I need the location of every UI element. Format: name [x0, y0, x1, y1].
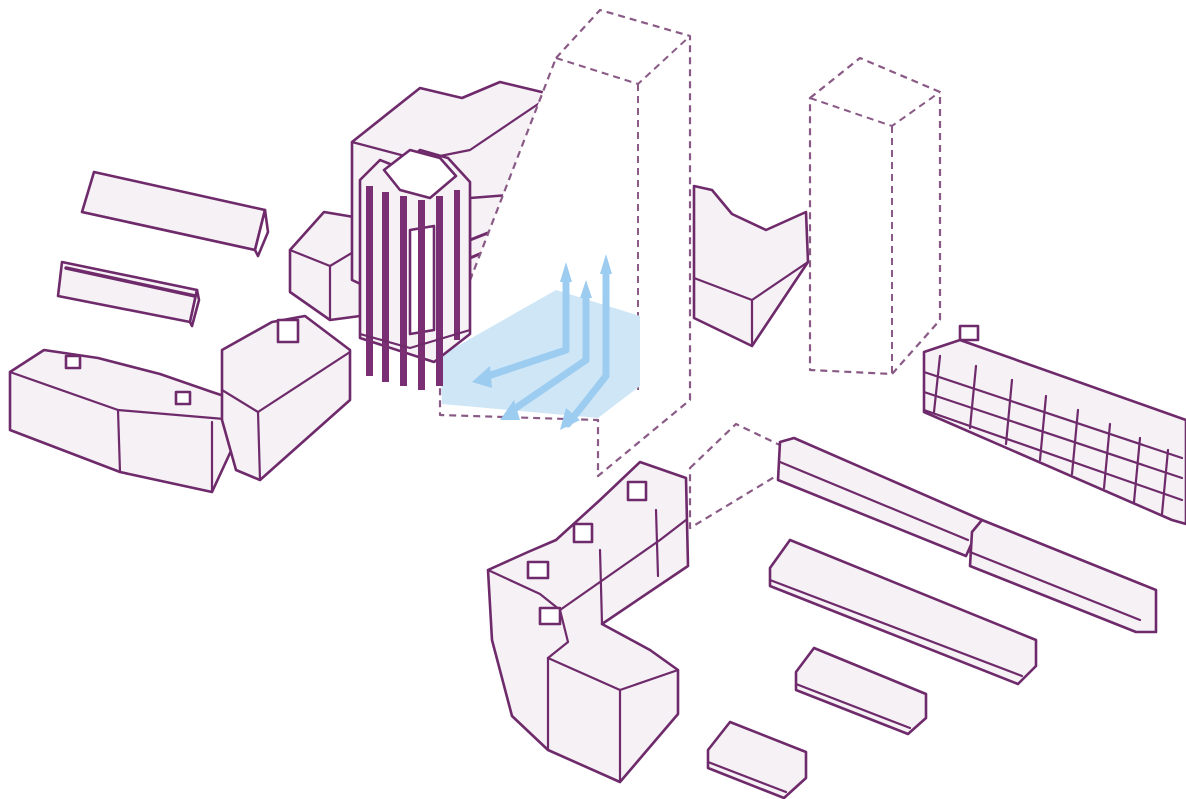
building-center-right-block [694, 186, 808, 346]
building-right-striped [924, 326, 1186, 524]
rooftop-unit [574, 524, 592, 542]
rooftop-unit [176, 392, 190, 404]
rooftop-unit [278, 320, 298, 342]
building-lower-right-bar-4 [796, 648, 926, 734]
building-left-bar-top [82, 172, 268, 256]
building-lower-right-bar-5 [708, 722, 806, 798]
building-left-curved-block [10, 350, 236, 492]
building-left-bar-bottom [58, 262, 199, 326]
proposed-tower-right [810, 58, 940, 374]
building-lower-right-bar-2 [970, 520, 1156, 632]
rooftop-unit [960, 326, 978, 340]
building-lower-center-l-block [488, 462, 688, 782]
building-lower-right-bar-1 [778, 438, 982, 556]
building-left-l-block [222, 316, 350, 480]
rooftop-unit [66, 356, 80, 368]
building-low-podium [290, 212, 360, 320]
rooftop-unit [540, 608, 560, 624]
rooftop-unit [628, 482, 646, 500]
site-outline-lower [690, 424, 786, 528]
rooftop-unit [528, 562, 548, 578]
